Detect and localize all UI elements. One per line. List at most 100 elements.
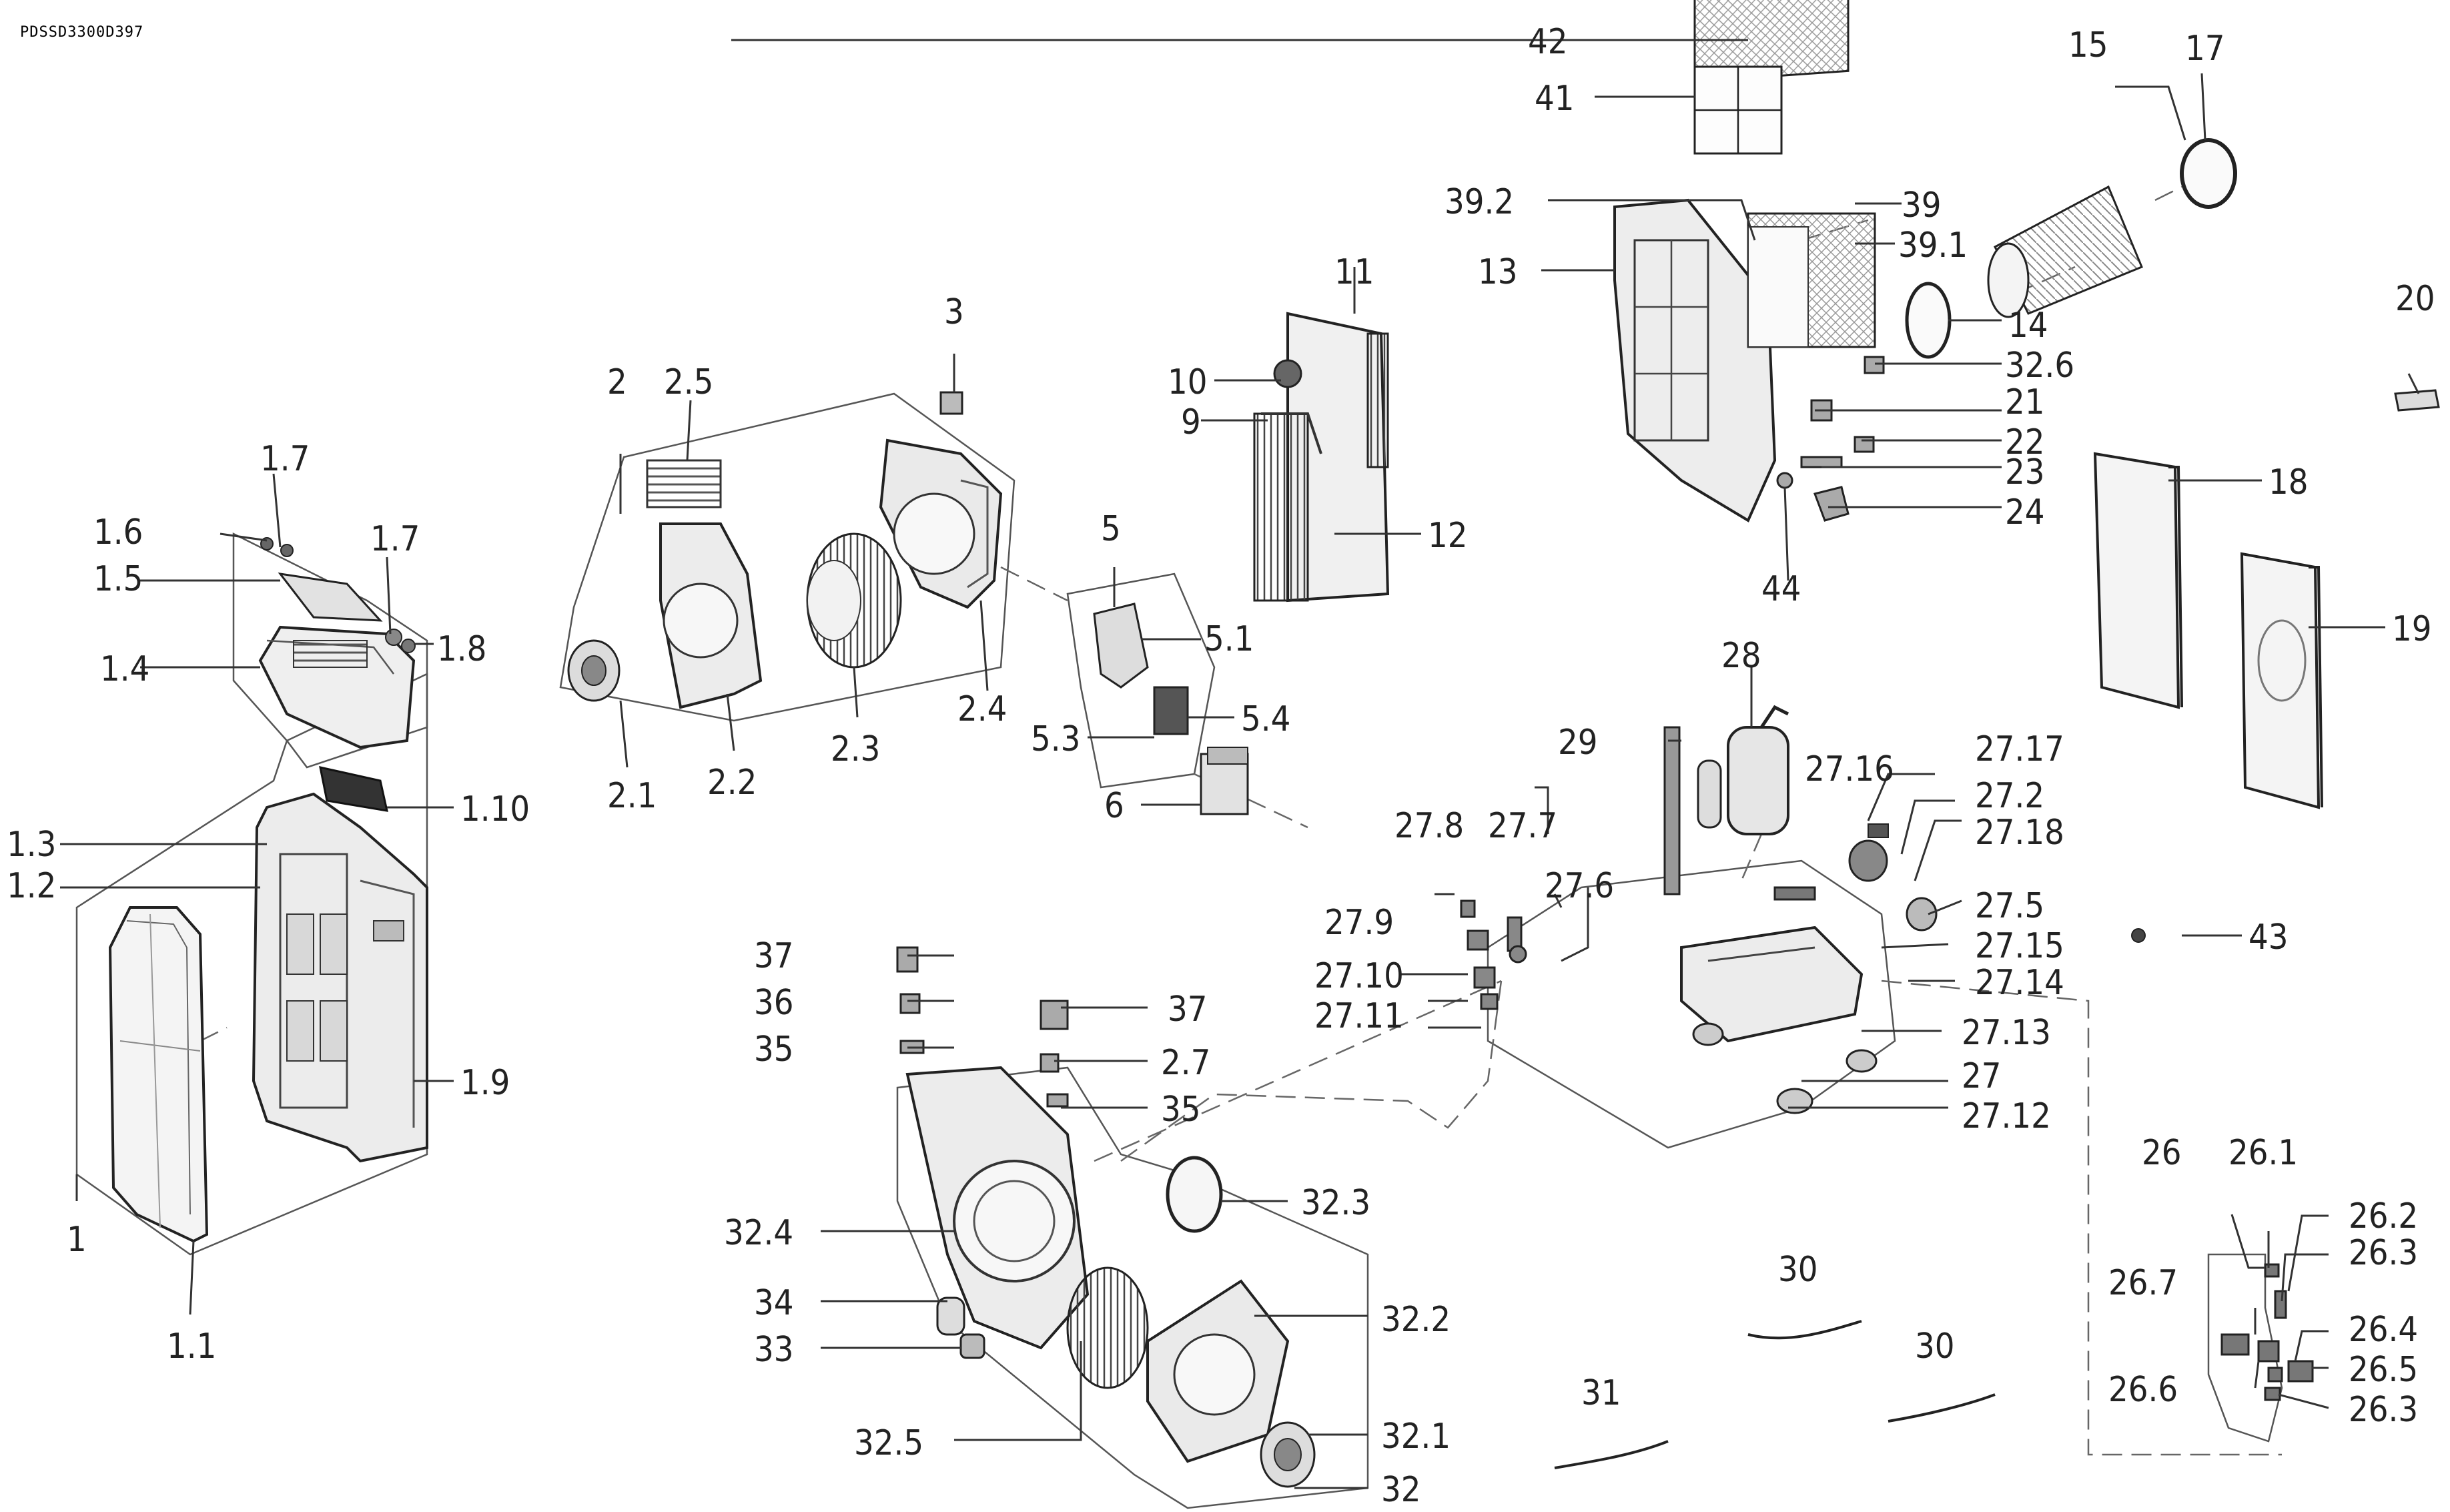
label-27-14: 27.14 <box>1975 963 2064 1003</box>
label-30-left: 30 <box>1778 1250 1818 1290</box>
label-11: 11 <box>1334 252 1374 292</box>
valve-parts-drawing <box>2220 1263 2314 1401</box>
label-17: 17 <box>2185 29 2225 69</box>
label-15: 15 <box>2068 25 2108 65</box>
label-26-5: 26.5 <box>2349 1350 2418 1390</box>
wires-drawing <box>1554 1320 1996 1469</box>
label-1-7-right: 1.7 <box>370 519 420 559</box>
label-27-10: 27.10 <box>1314 956 1404 996</box>
label-27-7: 27.7 <box>1488 806 1557 846</box>
label-1-7-left: 1.7 <box>260 439 310 479</box>
label-32-2: 32.2 <box>1381 1300 1451 1340</box>
label-30-right: 30 <box>1915 1327 1955 1367</box>
label-2-1: 2.1 <box>607 776 657 816</box>
label-27-8: 27.8 <box>1394 806 1464 846</box>
label-27-2: 27.2 <box>1975 776 2044 816</box>
label-1-2: 1.2 <box>7 866 56 906</box>
label-34: 34 <box>754 1283 794 1323</box>
label-28: 28 <box>1721 636 1761 676</box>
label-44: 44 <box>1761 569 1801 609</box>
label-27-5: 27.5 <box>1975 886 2044 926</box>
label-13: 13 <box>1478 252 1518 292</box>
label-35-right: 35 <box>1161 1090 1201 1130</box>
fan-housing-drawing <box>567 391 1003 709</box>
label-1-9: 1.9 <box>460 1063 510 1103</box>
label-1-6: 1.6 <box>93 512 143 552</box>
front-frame-drawing <box>252 792 428 1163</box>
label-42: 42 <box>1528 22 1568 62</box>
label-35-left: 35 <box>754 1030 794 1070</box>
exhaust-hose-drawing <box>1905 138 2237 359</box>
label-5-4: 5.4 <box>1241 699 1290 739</box>
label-18: 18 <box>2269 462 2309 502</box>
rear-panel-drawing <box>1613 0 1876 522</box>
compressor-chassis-drawing <box>1663 705 1938 1114</box>
label-2-4: 2.4 <box>957 689 1007 729</box>
label-9: 9 <box>1181 402 1201 442</box>
small-blocks-drawing <box>896 946 1069 1108</box>
label-41: 41 <box>1535 79 1575 119</box>
label-26: 26 <box>2142 1133 2182 1173</box>
label-32-3: 32.3 <box>1301 1183 1370 1223</box>
small-fittings-drawing <box>1776 356 1885 522</box>
label-32-6: 32.6 <box>2005 346 2074 386</box>
label-26-7: 26.7 <box>2108 1263 2178 1303</box>
label-37-right: 37 <box>1168 990 1208 1030</box>
label-39-1: 39.1 <box>1898 226 1968 266</box>
label-6: 6 <box>1104 786 1124 826</box>
label-5-1: 5.1 <box>1204 619 1254 659</box>
label-33: 33 <box>754 1330 794 1370</box>
label-20: 20 <box>2395 279 2435 319</box>
label-32: 32 <box>1381 1470 1421 1510</box>
part-labels: 1 1.1 1.2 1.3 1.4 1.5 1.6 1.7 1.7 1.8 1.… <box>7 22 2435 1510</box>
label-32-5: 32.5 <box>854 1423 923 1463</box>
label-26-6: 26.6 <box>2108 1370 2178 1410</box>
label-21: 21 <box>2005 382 2045 422</box>
label-5-3: 5.3 <box>1031 719 1080 759</box>
label-2-5: 2.5 <box>664 362 713 402</box>
label-1: 1 <box>67 1220 87 1260</box>
label-27-6: 27.6 <box>1545 866 1614 906</box>
label-27-16: 27.16 <box>1805 749 1894 789</box>
label-1-5: 1.5 <box>93 559 143 599</box>
label-1-4: 1.4 <box>100 649 149 689</box>
label-2-7: 2.7 <box>1161 1043 1210 1083</box>
label-2-2: 2.2 <box>707 763 757 803</box>
label-26-3-bottom: 26.3 <box>2349 1390 2418 1430</box>
label-29: 29 <box>1558 723 1598 763</box>
label-43: 43 <box>2249 917 2289 958</box>
label-27-17: 27.17 <box>1975 729 2064 769</box>
label-26-3-top: 26.3 <box>2349 1233 2418 1273</box>
condenser-drawing <box>1253 312 1390 603</box>
float-switch-drawing <box>1460 899 1527 1010</box>
window-kit-drawing <box>2093 389 2440 809</box>
label-1-8: 1.8 <box>437 629 486 669</box>
leader-lines <box>60 39 2420 1489</box>
control-box-drawing <box>1093 603 1249 815</box>
label-37-left: 37 <box>754 936 794 976</box>
label-36: 36 <box>754 983 794 1023</box>
label-26-2: 26.2 <box>2349 1196 2418 1236</box>
label-2: 2 <box>607 362 627 402</box>
label-10: 10 <box>1168 362 1208 402</box>
label-1-1: 1.1 <box>167 1327 216 1367</box>
label-39: 39 <box>1902 185 1942 226</box>
document-code: PDSSD3300D397 <box>20 24 144 41</box>
front-panel-drawing <box>108 906 209 1243</box>
label-27-12: 27.12 <box>1962 1096 2051 1136</box>
label-27-18: 27.18 <box>1975 813 2064 853</box>
label-19: 19 <box>2392 609 2432 649</box>
label-14: 14 <box>2008 306 2048 346</box>
label-2-3: 2.3 <box>831 729 880 769</box>
bottom-blower-drawing <box>905 1066 1316 1488</box>
label-1-3: 1.3 <box>7 825 56 865</box>
label-1-10: 1.10 <box>460 789 530 829</box>
label-23: 23 <box>2005 452 2045 492</box>
label-39-2: 39.2 <box>1445 182 1514 222</box>
label-27: 27 <box>1962 1056 2002 1096</box>
label-3: 3 <box>944 292 964 332</box>
label-31: 31 <box>1581 1373 1621 1413</box>
top-cover-drawing <box>258 537 416 812</box>
